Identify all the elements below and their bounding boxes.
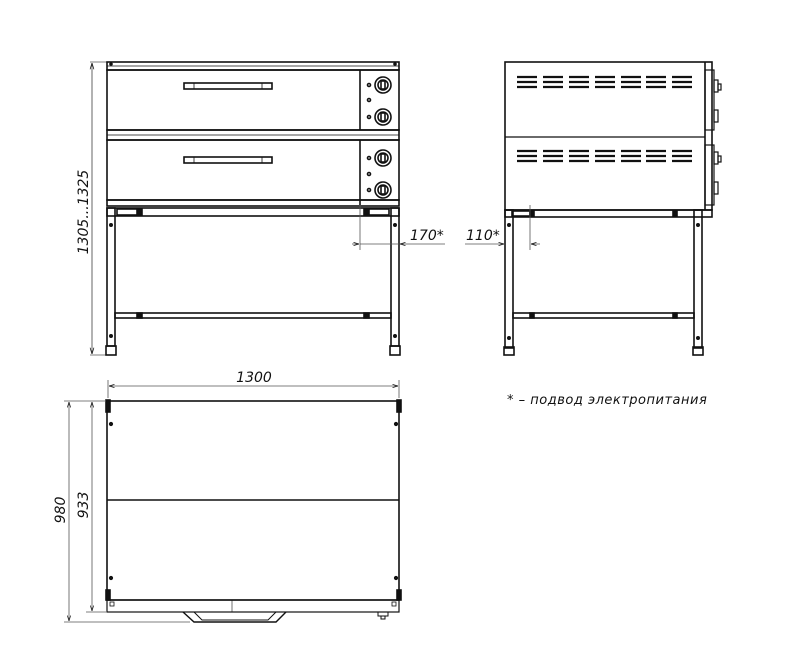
upper-knob-2 — [366, 108, 392, 126]
width-dimension-label: 1300 — [236, 370, 272, 386]
depth-dimensions — [64, 400, 190, 623]
upper-knob-1 — [366, 76, 392, 94]
lower-knob-1 — [366, 149, 392, 167]
upper-oven-tier — [106, 69, 400, 131]
height-dimension-label: 1305...1325 — [76, 170, 92, 255]
upper-door-handle — [183, 82, 273, 90]
top-view — [64, 380, 402, 623]
front-power-dimension — [352, 205, 445, 250]
width-dimension — [107, 380, 400, 398]
lower-knob-2 — [366, 181, 392, 199]
front-view — [90, 61, 445, 356]
upper-vents — [517, 75, 692, 89]
front-stand — [105, 207, 401, 356]
side-view — [465, 61, 722, 356]
side-control-panel — [704, 69, 722, 206]
lower-vents — [517, 149, 692, 163]
power-supply-note: * – подвод электропитания — [507, 393, 707, 408]
height-dimension — [90, 61, 108, 356]
side-power-dimension-label: 110* — [466, 228, 500, 244]
lower-door-handle — [183, 156, 273, 164]
door-handle-top — [182, 611, 287, 623]
depth-total-label: 980 — [53, 497, 69, 524]
side-power-dimension — [465, 205, 540, 250]
front-power-dimension-label: 170* — [410, 228, 444, 244]
depth-body-label: 933 — [76, 492, 92, 519]
lower-oven-tier — [106, 139, 400, 205]
control-strip — [106, 599, 400, 613]
side-stand — [503, 209, 713, 356]
